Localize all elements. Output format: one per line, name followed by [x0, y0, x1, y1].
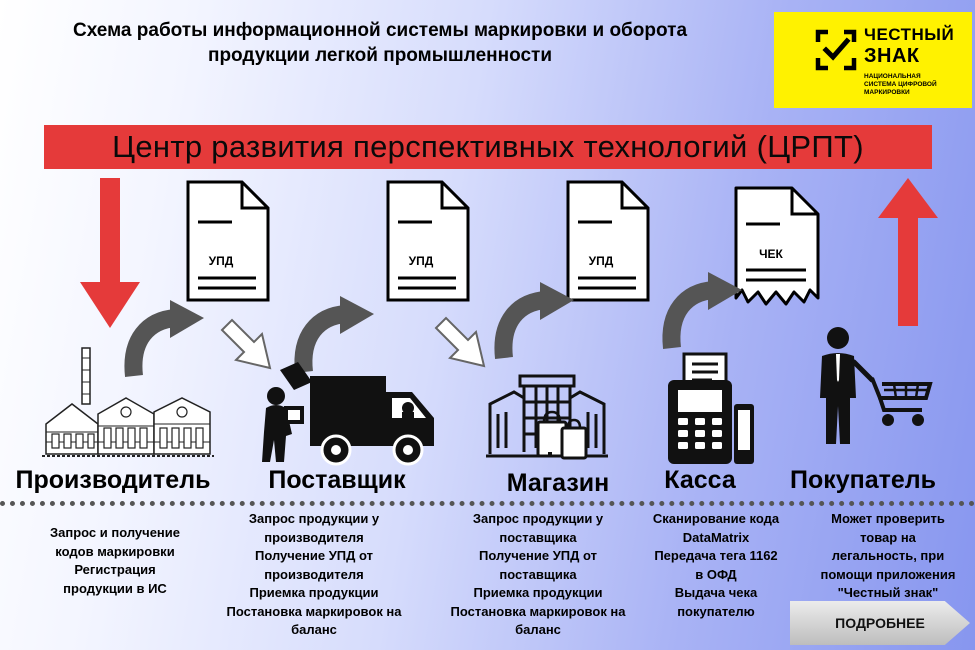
desc-line: Постановка маркировок на — [226, 603, 402, 619]
logo-sub-2: СИСТЕМА ЦИФРОВОЙ — [864, 81, 937, 88]
upd-document-icon-2 — [386, 180, 470, 302]
logo-sub-3: МАРКИРОВКИ — [864, 89, 910, 96]
desc-line: кодов маркировки — [55, 543, 175, 559]
stage-desc-supplier: Запрос продукции у производителя Получен… — [222, 510, 406, 640]
stage-desc-producer: Запрос и получение кодов маркировки Реги… — [20, 524, 210, 598]
desc-line: в ОФД — [695, 566, 737, 582]
desc-line: Запрос и получение — [49, 525, 181, 540]
shopping-mall-icon — [486, 374, 608, 460]
logo-title-2: ЗНАК — [864, 45, 920, 67]
desc-line: покупателю — [677, 603, 755, 619]
chek-label: ЧЕК — [759, 247, 783, 261]
stage-name-cashier: Касса — [664, 466, 736, 494]
logo-sub-1: НАЦИОНАЛЬНАЯ — [864, 73, 921, 80]
desc-line: "Честный знак" — [837, 585, 939, 600]
red-up-arrow-icon — [878, 178, 938, 326]
stage-name-buyer: Покупатель — [789, 466, 937, 494]
logo-check-icon — [815, 29, 857, 71]
stage-desc-cashier: Сканирование кода DataMatrix Передача те… — [640, 510, 792, 621]
dotted-divider — [0, 501, 975, 506]
page-title: Схема работы информационной системы марк… — [0, 18, 760, 68]
delivery-truck-icon — [262, 362, 434, 466]
upd-label-1: УПД — [208, 254, 234, 268]
upd-document-icon-3 — [566, 180, 650, 302]
desc-line: Запрос продукции у — [472, 511, 604, 526]
desc-line: Регистрация — [74, 562, 156, 577]
upd-label-3: УПД — [588, 254, 614, 268]
desc-line: Сканирование кода — [652, 511, 780, 526]
chestny-znak-logo: ЧЕСТНЫЙ ЗНАК НАЦИОНАЛЬНАЯ СИСТЕМА ЦИФРОВ… — [774, 12, 972, 108]
desc-line: Получение УПД от — [254, 548, 374, 563]
desc-line: Может проверить — [831, 511, 945, 526]
title-line-1: Схема работы информационной системы марк… — [72, 20, 688, 41]
stage-name-store: Магазин — [506, 469, 610, 497]
receipt-document-icon — [734, 186, 820, 306]
desc-line: поставщика — [499, 529, 577, 545]
desc-line: продукции в ИС — [63, 580, 167, 596]
desc-line: Запрос продукции у — [248, 511, 380, 526]
outline-arrow-icon-1 — [220, 318, 272, 370]
desc-line: поставщика — [499, 566, 577, 582]
upd-document-icon-1 — [186, 180, 270, 302]
upd-label-2: УПД — [408, 254, 434, 268]
curved-arrow-icon-1 — [124, 300, 204, 377]
desc-line: производителя — [264, 529, 364, 545]
more-button[interactable]: ПОДРОБНЕЕ — [790, 601, 970, 645]
stage-desc-buyer: Может проверить товар на легальность, пр… — [800, 510, 975, 603]
desc-line: помощи приложения — [820, 566, 956, 582]
desc-line: DataMatrix — [682, 529, 750, 545]
desc-line: Передача тега 1162 — [654, 548, 778, 563]
desc-line: производителя — [264, 566, 364, 582]
buyer-with-cart-icon — [820, 327, 933, 444]
desc-line: баланс — [515, 622, 561, 637]
curved-arrow-icon-4 — [662, 272, 742, 349]
more-button-label: ПОДРОБНЕЕ — [835, 615, 925, 631]
desc-line: Приемка продукции — [473, 585, 603, 600]
logo-title-1: ЧЕСТНЫЙ — [864, 25, 955, 44]
title-line-2: продукции легкой промышленности — [207, 45, 553, 66]
crpt-banner: Центр развития перспективных технологий … — [44, 125, 932, 169]
stage-desc-store: Запрос продукции у поставщика Получение … — [446, 510, 630, 640]
desc-line: легальность, при — [831, 548, 945, 563]
red-down-arrow-icon — [80, 178, 140, 328]
desc-line: Получение УПД от — [478, 548, 598, 563]
desc-line: Выдача чека — [674, 585, 758, 600]
stage-name-producer: Производитель — [15, 466, 211, 494]
outline-arrow-icon-2 — [434, 316, 486, 368]
desc-line: товар на — [860, 529, 916, 545]
payment-terminal-icon — [668, 352, 754, 464]
curved-arrow-icon-2 — [294, 296, 374, 373]
factory-icon — [42, 347, 214, 457]
curved-arrow-icon-3 — [494, 282, 574, 359]
desc-line: Приемка продукции — [249, 585, 379, 600]
desc-line: Постановка маркировок на — [450, 603, 626, 619]
stage-name-supplier: Поставщик — [268, 466, 406, 494]
desc-line: баланс — [291, 622, 337, 637]
